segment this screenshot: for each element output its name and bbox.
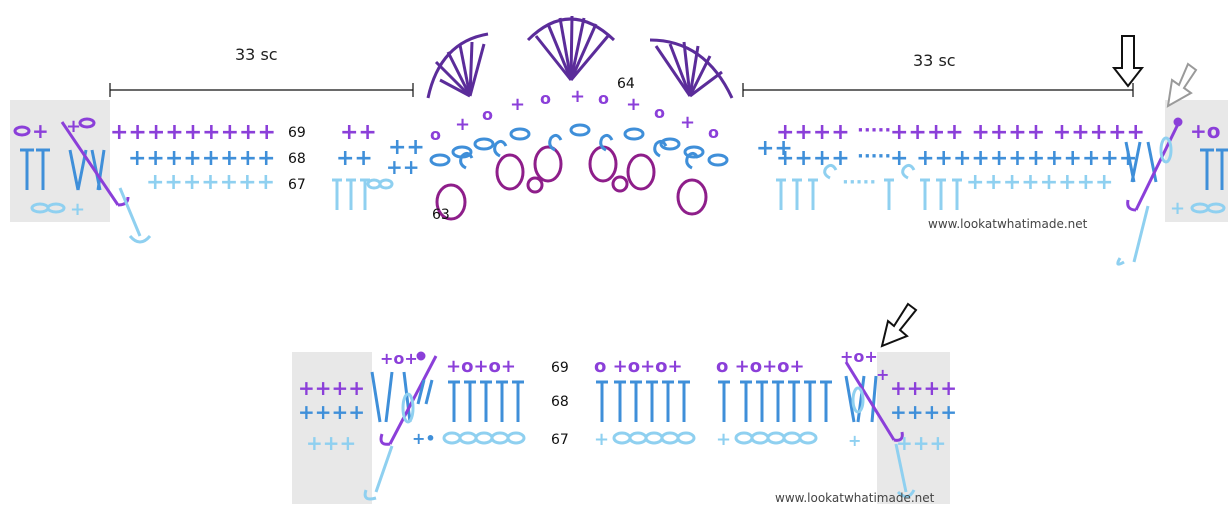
svg-text:o: o [654,103,665,122]
bottom-row-67-c-chain [736,433,816,443]
bottom-row-68-b-stitches [596,382,832,422]
bottom-row-label-67: 67 [551,432,569,448]
bottom-right-row-68: ++++ [890,400,957,424]
top-right-dots-68: ····· [857,146,891,167]
bottom-row-label-69: 69 [551,360,569,376]
top-right-row-68b: + ++++++++++++ [890,146,1137,171]
watermark-bottom: www.lookatwhatimade.net [775,491,935,505]
svg-text:o: o [708,123,719,142]
svg-text:+: + [626,94,641,115]
shade-bottom-left [292,352,372,504]
watermark-top: www.lookatwhatimade.net [928,217,1088,231]
top-mid-row-67-stitches [332,180,392,210]
corner-bottom-right-plus-2: + [876,365,889,384]
corner-bottom-left-plus: +o+ [380,349,418,368]
top-left-row-68: ++++++++ [128,146,275,171]
bottom-right-row-69: ++++ [890,376,957,400]
dimension-bracket-left [110,83,413,97]
svg-text:+: + [570,86,585,107]
top-mid-row-69: ++ [340,120,377,145]
bottom-row-67-plus-b: + [594,429,609,450]
top-right-row-67: ++++++++ [966,170,1113,195]
top-right-row-69b: ++++ ++++ +++++ [890,120,1145,145]
bottom-row-69-a: +o+o+ [446,356,516,377]
round-label-64: 64 [617,76,635,92]
corner-top-right-plus-2: + [1170,198,1185,219]
bottom-left-row-67: +++ [306,431,356,455]
bottom-row-label-68: 68 [551,394,569,410]
top-row-label-68: 68 [288,151,306,167]
bottom-right-row-67: +++ [896,431,946,455]
corner-top-right-plus: +o [1190,119,1221,143]
count-label-right: 33 sc [913,51,956,70]
top-right-row-68a: ++++ [776,146,850,171]
svg-text:o: o [540,89,551,108]
svg-text:o: o [598,89,609,108]
bottom-row-69-c: o +o+o+ [716,356,805,377]
fan-right [650,40,732,98]
fan-left [428,34,488,98]
top-mid-row-68: ++ [336,146,373,171]
fan-center [528,16,614,80]
svg-text:o: o [482,105,493,124]
bottom-row-68-a-stitches [448,382,524,422]
corner-bottom-left-plus-2: +• [412,429,436,448]
top-row-label-69: 69 [288,125,306,141]
top-mid-row-68-extra: ++ [386,155,420,179]
bottom-row-67-b-chain [614,433,694,443]
svg-text:+: + [455,114,470,135]
bobbles-round-63 [437,147,706,219]
svg-text:+: + [680,112,695,133]
top-right-dots-67: ····· [842,172,876,193]
corner-bottom-right-plus: +o+ [840,347,878,366]
top-row-label-67: 67 [288,177,306,193]
corner-top-left-plus: + [32,119,49,143]
svg-text:o: o [430,125,441,144]
svg-text:+: + [510,94,525,115]
top-right-dots-69: ····· [857,120,891,141]
top-left-row-67: +++++++ [146,170,275,195]
top-left-row-69: +++++++++ [110,120,276,145]
corner-top-left-plus-2: + [66,116,81,137]
arrow-down-gray-icon [1168,64,1196,106]
bottom-row-67-plus-c: + [716,429,731,450]
arrow-down-black-icon [1114,36,1142,86]
round-label-63: 63 [432,207,450,223]
bottom-row-69-b: o +o+o+ [594,356,683,377]
bottom-left-row-69: ++++ [298,376,365,400]
dimension-bracket-right [743,83,1133,97]
corner-bottom-right-plus-3: + [848,431,861,450]
corner-top-left-plus-3: + [70,199,85,220]
bottom-row-67-a-chain [444,433,524,443]
arrow-down-left-black-icon [882,304,916,346]
count-label-left: 33 sc [235,45,278,64]
bottom-left-row-68: ++++ [298,400,365,424]
corner-bottom-left-stitches [365,353,436,499]
